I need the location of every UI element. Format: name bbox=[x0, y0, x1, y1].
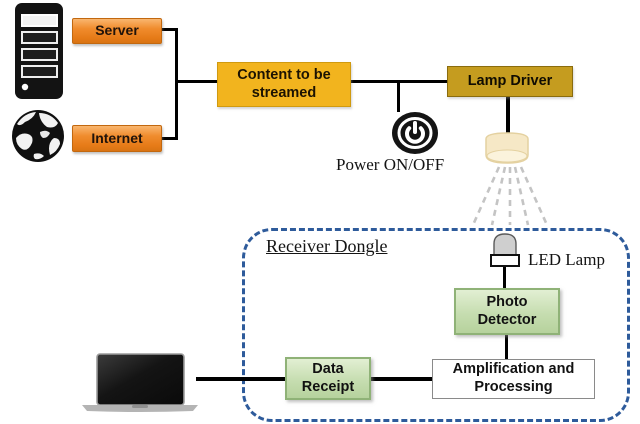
connector-trunk-to-content bbox=[176, 80, 217, 83]
connector-server-to-trunk bbox=[159, 28, 178, 31]
led-lamp-label: LED Lamp bbox=[528, 250, 605, 269]
connector-trunk-vertical bbox=[175, 28, 178, 140]
connector-ledlamp-to-photodetector bbox=[503, 266, 506, 289]
server-node: Server bbox=[72, 18, 162, 44]
amplification-node: Amplification and Processing bbox=[432, 359, 595, 399]
server-label: Server bbox=[95, 22, 139, 39]
internet-node: Internet bbox=[72, 125, 162, 152]
laptop-icon bbox=[82, 353, 198, 412]
power-button-icon bbox=[392, 112, 438, 154]
connector-lampdriver-to-lamp bbox=[506, 95, 510, 135]
receiver-dongle-title: Receiver Dongle bbox=[266, 236, 388, 256]
lamp-driver-node: Lamp Driver bbox=[447, 66, 573, 97]
server-tower-icon bbox=[15, 3, 63, 99]
led-bulb-icon bbox=[490, 233, 520, 267]
connector-power-drop bbox=[397, 82, 400, 112]
amplification-label: Amplification and Processing bbox=[452, 361, 575, 395]
power-onoff-label: Power ON/OFF bbox=[336, 155, 445, 174]
receiver-dongle-boundary bbox=[242, 228, 630, 422]
light-rays-icon bbox=[471, 166, 549, 226]
content-node: Content to be streamed bbox=[217, 62, 351, 107]
internet-label: Internet bbox=[91, 129, 143, 146]
data-receipt-label: Data Receipt bbox=[301, 360, 355, 395]
data-receipt-node: Data Receipt bbox=[285, 357, 371, 400]
lamp-driver-label: Lamp Driver bbox=[467, 72, 553, 89]
content-label: Content to be streamed bbox=[237, 66, 331, 101]
globe-icon bbox=[12, 110, 64, 162]
ceiling-lamp-icon bbox=[485, 132, 529, 164]
connector-internet-to-trunk bbox=[159, 137, 178, 140]
connector-laptop-to-datareceipt bbox=[196, 377, 286, 381]
connector-photodetector-to-amplification bbox=[505, 334, 508, 360]
connector-amplification-to-datareceipt bbox=[370, 377, 432, 381]
photo-detector-label: Photo Detector bbox=[477, 293, 537, 328]
photo-detector-node: Photo Detector bbox=[454, 288, 560, 335]
connector-content-to-lampdriver bbox=[350, 80, 447, 83]
